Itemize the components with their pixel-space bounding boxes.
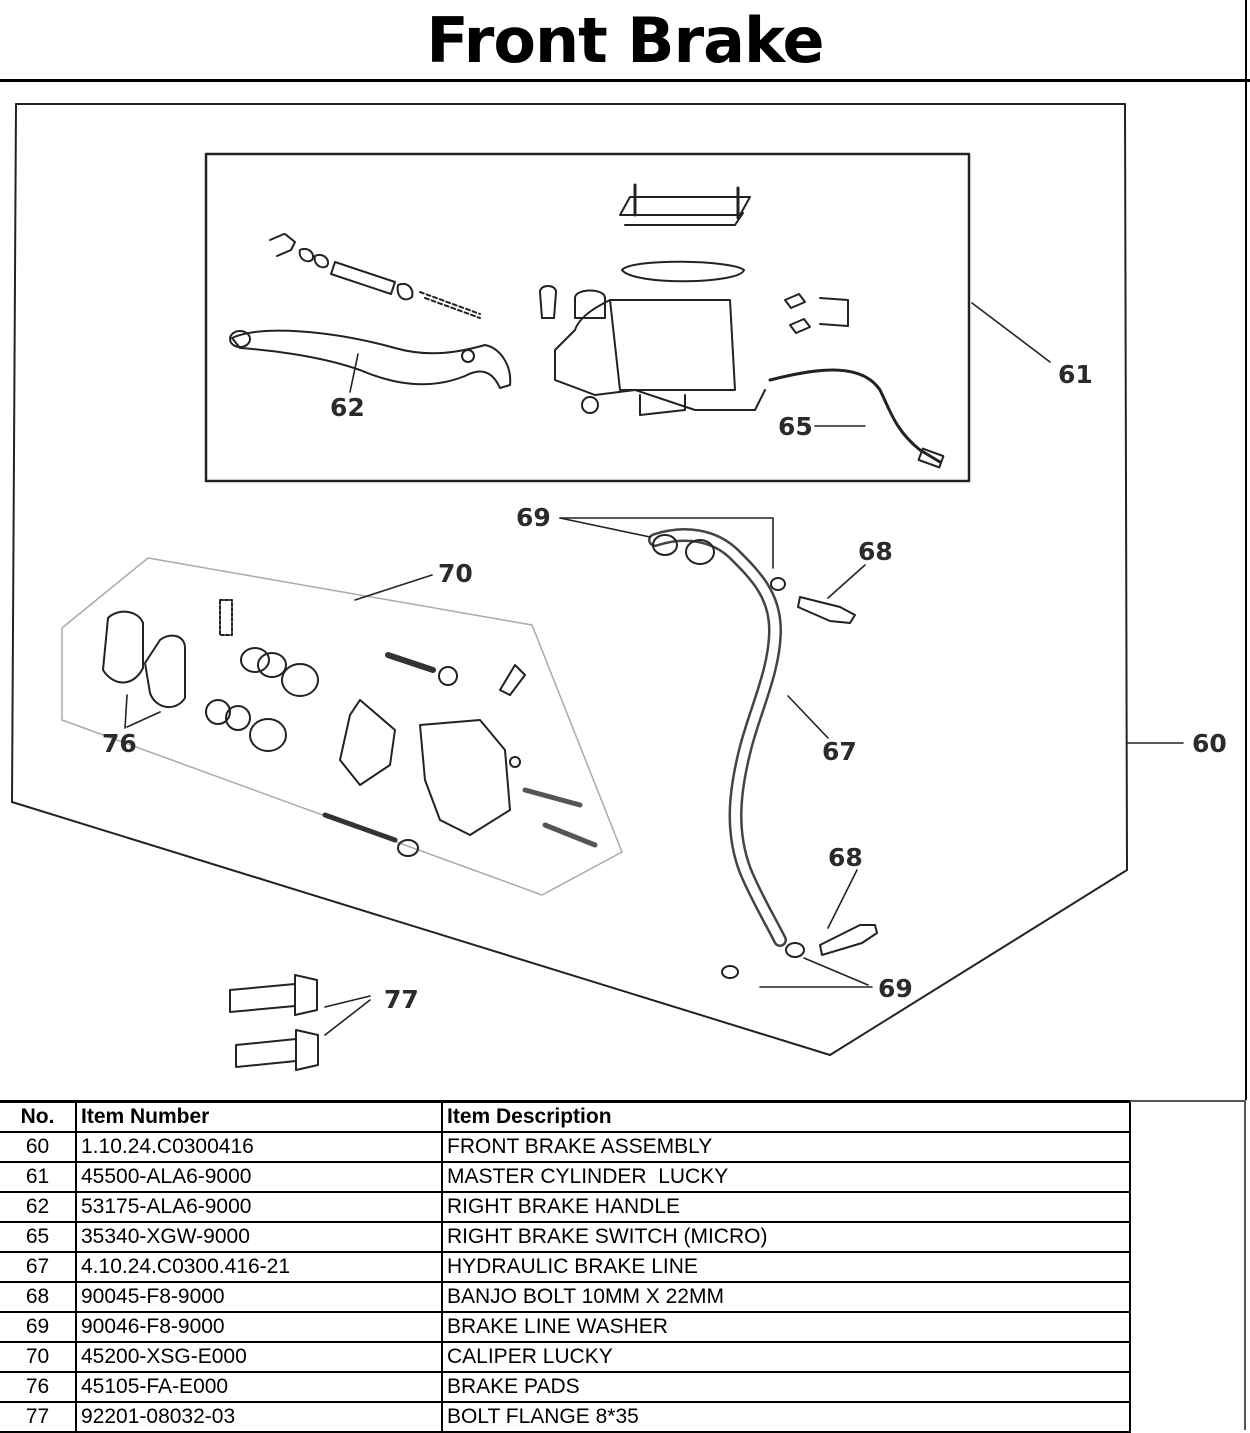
cell-no: 65 [0,1221,77,1253]
brake-lever-drawing [229,233,512,389]
cell-no: 60 [0,1131,77,1163]
cell-item-number: 92201-08032-03 [75,1401,443,1433]
leader-lines [124,302,1184,1036]
cell-no: 61 [0,1161,77,1193]
master-cylinder-drawing [539,183,766,416]
cell-item-number: 53175-ALA6-9000 [75,1191,443,1223]
header-no: No. [0,1100,77,1133]
cell-item-description: HYDRAULIC BRAKE LINE [441,1251,1131,1283]
title-divider [0,79,1250,82]
callout-65: 65 [778,412,813,441]
brake-line-drawing [648,528,787,947]
cell-no: 70 [0,1341,77,1373]
table-row: 60 1.10.24.C0300416 FRONT BRAKE ASSEMBLY [0,1131,1131,1163]
cell-no: 67 [0,1251,77,1283]
bolt-flange-drawing [229,974,319,1071]
washer-drawing [721,577,805,979]
callout-67: 67 [822,737,857,766]
cell-item-number: 45105-FA-E000 [75,1371,443,1403]
cell-item-description: FRONT BRAKE ASSEMBLY [441,1131,1131,1163]
callout-69-upper: 69 [516,503,551,532]
cell-item-number: 45200-XSG-E000 [75,1341,443,1373]
parts-table: No. Item Number Item Description 60 1.10… [0,1100,1131,1433]
callout-70: 70 [438,559,473,588]
cell-item-description: RIGHT BRAKE SWITCH (MICRO) [441,1221,1131,1253]
cell-item-number: 90046-F8-9000 [75,1311,443,1343]
exploded-parts-diagram: 60 61 62 65 67 68 68 69 69 70 76 77 [11,103,1227,1071]
cell-no: 62 [0,1191,77,1223]
callout-68-upper: 68 [858,537,893,566]
table-row: 67 4.10.24.C0300.416-21 HYDRAULIC BRAKE … [0,1251,1131,1283]
table-row: 76 45105-FA-E000 BRAKE PADS [0,1371,1131,1403]
banjo-bolt-drawing [797,596,878,956]
callout-68-lower: 68 [828,843,863,872]
caliper-region [61,557,623,896]
callout-69-lower: 69 [878,974,913,1003]
table-row: 65 35340-XGW-9000 RIGHT BRAKE SWITCH (MI… [0,1221,1131,1253]
callout-62: 62 [330,393,365,422]
cell-item-number: 35340-XGW-9000 [75,1221,443,1253]
cell-item-description: MASTER CYLINDER LUCKY [441,1161,1131,1193]
cell-item-number: 45500-ALA6-9000 [75,1161,443,1193]
table-row: 61 45500-ALA6-9000 MASTER CYLINDER LUCKY [0,1161,1131,1193]
cell-no: 76 [0,1371,77,1403]
table-header-row: No. Item Number Item Description [0,1100,1131,1133]
callout-60: 60 [1192,729,1227,758]
cell-no: 77 [0,1401,77,1433]
header-item-description: Item Description [441,1100,1131,1133]
cell-item-description: BOLT FLANGE 8*35 [441,1401,1131,1433]
brake-switch-drawing [768,293,945,469]
right-border [1245,0,1247,1100]
callout-61: 61 [1058,360,1093,389]
cell-no: 68 [0,1281,77,1313]
page-title: Front Brake [426,4,824,77]
cell-item-description: BRAKE LINE WASHER [441,1311,1131,1343]
cell-item-description: BRAKE PADS [441,1371,1131,1403]
cell-no: 69 [0,1311,77,1343]
header-item-number: Item Number [75,1100,443,1133]
callout-76: 76 [102,729,137,758]
table-row: 68 90045-F8-9000 BANJO BOLT 10MM X 22MM [0,1281,1131,1313]
cell-item-description: CALIPER LUCKY [441,1341,1131,1373]
caliper-parts-drawing [205,599,598,857]
assembly-outline [11,103,1128,1056]
cell-item-description: BANJO BOLT 10MM X 22MM [441,1281,1131,1313]
cell-item-number: 1.10.24.C0300416 [75,1131,443,1163]
master-cylinder-box [204,152,971,483]
cell-item-description: RIGHT BRAKE HANDLE [441,1191,1131,1223]
table-row: 77 92201-08032-03 BOLT FLANGE 8*35 [0,1401,1131,1433]
table-row: 69 90046-F8-9000 BRAKE LINE WASHER [0,1311,1131,1343]
cell-item-number: 4.10.24.C0300.416-21 [75,1251,443,1283]
callout-77: 77 [384,985,419,1014]
table-row: 70 45200-XSG-E000 CALIPER LUCKY [0,1341,1131,1373]
brake-pads-drawing [102,610,186,708]
cell-item-number: 90045-F8-9000 [75,1281,443,1313]
table-row: 62 53175-ALA6-9000 RIGHT BRAKE HANDLE [0,1191,1131,1223]
table-tail-border [1130,1100,1246,1430]
